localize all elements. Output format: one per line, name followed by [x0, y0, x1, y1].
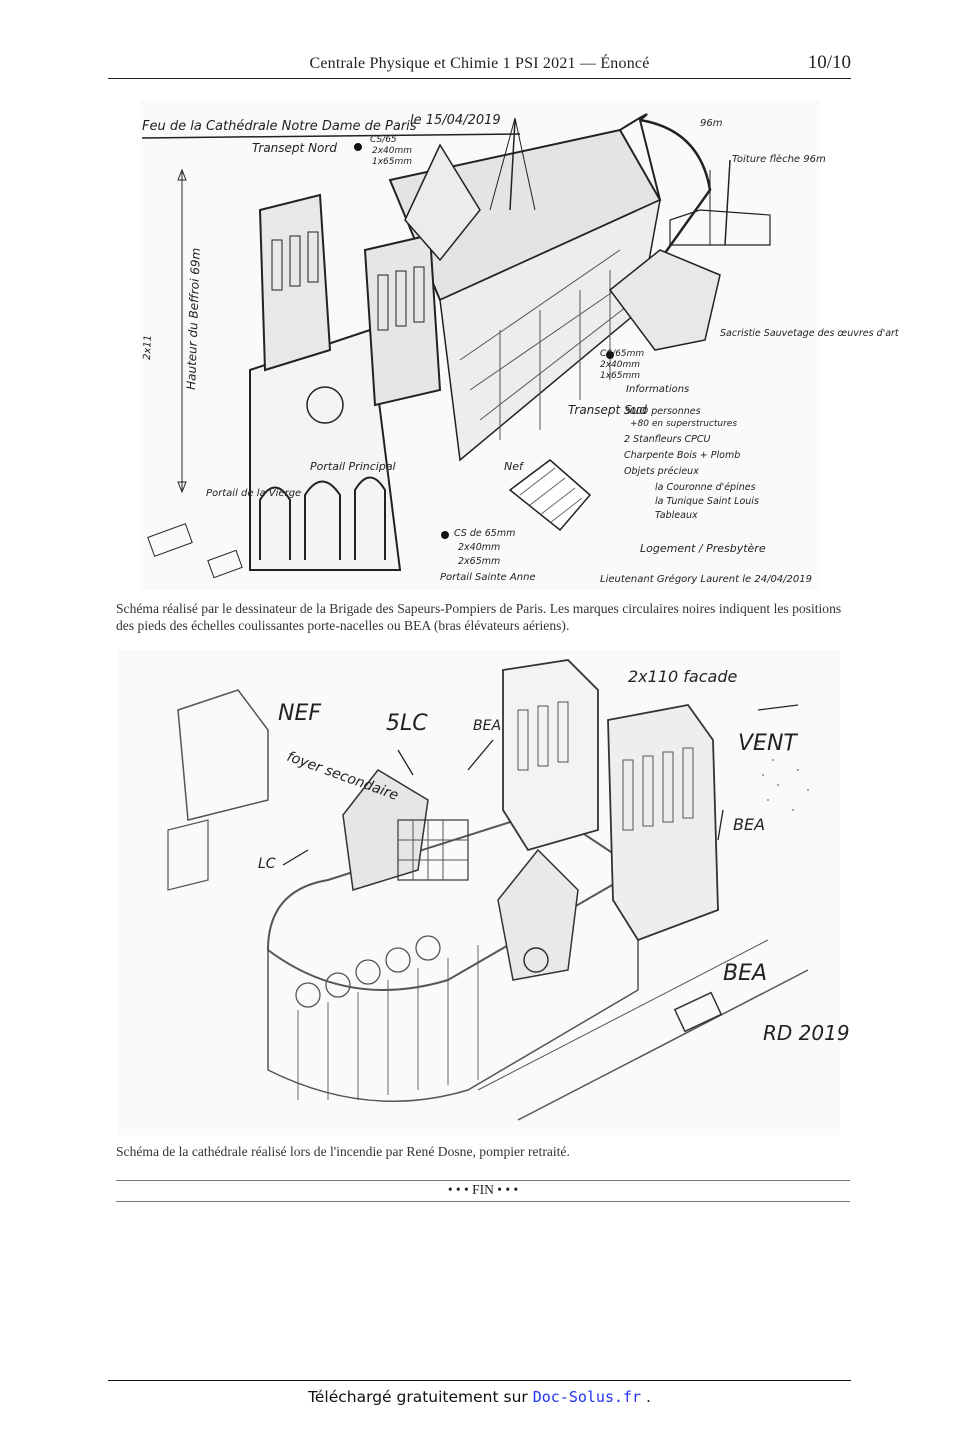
sketch-title: Feu de la Cathédrale Notre Dame de Paris [142, 119, 417, 134]
label-transept-sud: Transept Sud [568, 403, 647, 417]
page-number: 10/10 [807, 52, 851, 73]
label-info-2: 2 Stanfleurs CPCU [624, 434, 711, 445]
label-portail-principal: Portail Principal [310, 460, 396, 473]
label-info-4: Objets précieux [624, 466, 699, 477]
ladder-marker [606, 351, 614, 359]
label-nef: Nef [504, 460, 525, 473]
label-sacristie: Sacristie Sauvetage des œuvres d'art [720, 328, 900, 339]
label-portail-vierge: Portail de la Vierge [206, 488, 301, 499]
label-info-4c: Tableaux [655, 510, 698, 521]
label-info-1b: +80 en superstructures [630, 419, 737, 429]
label-hose-bot-2: 2x65mm [458, 556, 500, 567]
label-informations: Informations [626, 384, 689, 395]
label-5lc: 5LC [386, 711, 428, 736]
end-rule-top [116, 1180, 850, 1181]
cathedral-drawing [147, 113, 771, 579]
label-lc: LC [258, 856, 276, 872]
figure-dosne-sketch: NEF foyer secondaire 5LC BEA 2x110 facad… [118, 650, 850, 1135]
label-facade: 2x110 facade [628, 667, 737, 686]
ladder-marker [441, 531, 449, 539]
label-cs-top: CS/65 [370, 135, 397, 145]
label-hauteur-beffroi: Hauteur du Beffroi 69m [184, 248, 203, 391]
label-bea-bottom: BEA [723, 961, 767, 986]
footer-link[interactable]: Doc-Solus.fr [532, 1388, 642, 1406]
label-info-4a: la Couronne d'épines [655, 482, 756, 493]
sketch-date: le 15/04/2019 [410, 113, 501, 128]
figure-bspp-sketch: Feu de la Cathédrale Notre Dame de Paris… [140, 100, 900, 590]
footer-prefix: Téléchargé gratuitement sur [308, 1388, 533, 1406]
sketch-drawing-2: NEF foyer secondaire 5LC BEA 2x110 facad… [167, 659, 850, 1121]
label-info-1: 3000 personnes [624, 406, 701, 417]
ladder-marker [354, 143, 362, 151]
cathedral-drawing-2 [167, 659, 809, 1121]
label-info-3: Charpente Bois + Plomb [624, 450, 740, 461]
label-hose-mid-2: 1x65mm [600, 371, 640, 381]
label-hose-top-1: 2x40mm [372, 146, 412, 156]
label-hose-mid-1: 2x40mm [600, 360, 640, 370]
footer-rule [108, 1380, 851, 1381]
figure2-caption: Schéma de la cathédrale réalisé lors de … [116, 1144, 570, 1159]
label-nef-2: NEF [278, 701, 321, 726]
footer-suffix: . [641, 1388, 651, 1406]
page-footer: Téléchargé gratuitement sur Doc-Solus.fr… [108, 1388, 851, 1406]
label-hose-bot-1: 2x40mm [458, 542, 500, 553]
label-bea-right: BEA [733, 815, 765, 834]
label-cs-mid: CS/65mm [600, 349, 644, 359]
sketch-drawing-1: Feu de la Cathédrale Notre Dame de Paris… [141, 113, 900, 585]
label-transept-nord: Transept Nord [252, 141, 337, 155]
page-header: Centrale Physique et Chimie 1 PSI 2021 —… [108, 52, 851, 79]
header-title: Centrale Physique et Chimie 1 PSI 2021 —… [309, 55, 650, 72]
label-height-96: 96m [700, 118, 723, 129]
end-rule-bottom [116, 1201, 850, 1202]
label-toiture-fleche: Toiture flèche 96m [732, 153, 826, 165]
label-hose-top-2: 1x65mm [372, 157, 412, 167]
label-vent: VENT [738, 731, 798, 756]
label-hauteur-side: 2x11 [142, 335, 154, 360]
label-signature-2: RD 2019 [763, 1021, 850, 1045]
end-marker: • • • FIN • • • [447, 1182, 519, 1197]
label-signature-1: Lieutenant Grégory Laurent le 24/04/2019 [600, 573, 812, 585]
label-bea-top: BEA [473, 718, 501, 734]
figure1-caption: Schéma réalisé par le dessinateur de la … [116, 601, 842, 633]
label-info-4b: la Tunique Saint Louis [655, 496, 759, 507]
label-logement: Logement / Presbytère [640, 542, 766, 555]
label-cs-bottom: CS de 65mm [454, 528, 515, 539]
label-portail-sainte-anne: Portail Sainte Anne [440, 572, 536, 583]
